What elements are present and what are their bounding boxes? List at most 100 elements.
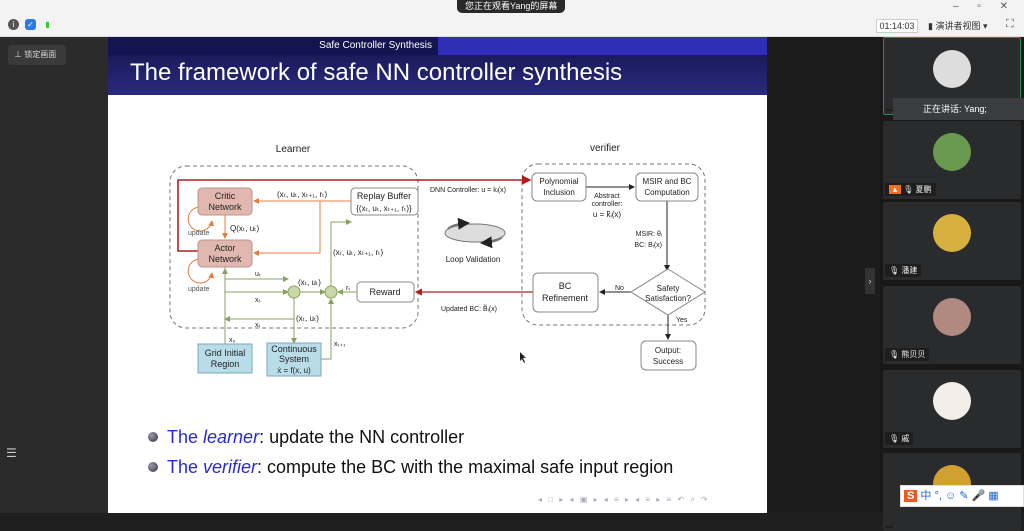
learner-region — [169, 165, 419, 329]
abstract-label: controller: — [592, 201, 623, 208]
svg-text:MSIR and BC: MSIR and BC — [643, 177, 692, 186]
svg-text:ẋ = f(x, u): ẋ = f(x, u) — [277, 366, 311, 375]
sogou-logo: S — [904, 490, 918, 502]
view-mode-label: 演讲者视图 — [935, 21, 981, 31]
svg-text:Network: Network — [208, 254, 242, 264]
merge-node — [287, 285, 301, 299]
tuple-label: (xₜ, uₜ, xₜ₊₁, rₜ) — [277, 190, 327, 199]
meeting-timer: 01:14:03 — [876, 19, 918, 33]
ime-language[interactable]: 中 — [920, 490, 932, 502]
fullscreen-icon[interactable]: ⛶ — [1006, 18, 1014, 30]
speaking-indicator: 正在讲话: Yang; — [893, 98, 1024, 120]
svg-text:Polynomial: Polynomial — [539, 177, 578, 186]
svg-text:System: System — [279, 354, 309, 364]
ime-toolbar[interactable]: S 中 °, ☺ ✎ 🎤 ▦ — [900, 485, 1024, 507]
svg-text:Network: Network — [208, 202, 242, 212]
verifier-region — [521, 163, 706, 326]
bc-output: BC: Bᵢ(x) — [634, 242, 662, 249]
replay-buffer-box: Replay Buffer {(xₜ, uₜ, xₜ₊₁, rₜ)} — [350, 187, 419, 216]
signal-icon[interactable]: ▮ — [45, 20, 50, 29]
participant-tile[interactable]: 🎙 戚 — [883, 370, 1021, 448]
svg-text:Output:: Output: — [655, 346, 681, 355]
reward-box: Reward — [356, 281, 415, 303]
svg-text:Success: Success — [653, 357, 683, 366]
bullet-icon — [148, 432, 158, 442]
bullet-icon — [148, 462, 158, 472]
mic-muted-icon: 🎙 — [889, 266, 900, 275]
avatar — [933, 50, 971, 88]
update-label: update — [188, 230, 210, 237]
participant-tile[interactable]: ▲ 🎙 夏鹏 — [883, 121, 1021, 199]
gap — [767, 37, 880, 513]
svg-text:Critic: Critic — [215, 191, 236, 201]
svg-text:BC: BC — [559, 281, 572, 291]
participant-name — [886, 109, 894, 111]
participant-name: ▲ 🎙 夏鹏 — [885, 183, 936, 196]
left-pane: ⊥ 锁定画面 ☰ — [0, 37, 108, 513]
window-controls[interactable]: – ▫ ✕ — [952, 1, 1016, 12]
view-mode-button[interactable]: ▮ 演讲者视图 ▾ — [928, 21, 988, 31]
tuple-label: (xₜ, uₜ, xₜ₊₁, rₜ) — [333, 248, 383, 257]
participant-name: 🎙 戚 — [885, 432, 914, 445]
output-success-box: Output: Success — [640, 340, 697, 371]
dnn-controller-label: DNN Controller: u = kᵢ(x) — [430, 187, 506, 194]
abstract-formula: u = k̃ᵢ(x) — [593, 210, 621, 219]
host-icon: ▲ — [889, 185, 901, 194]
participant-tile[interactable]: 🎙 熊贝贝 — [883, 286, 1021, 364]
lock-screen-button[interactable]: ⊥ 锁定画面 — [8, 45, 66, 65]
msir-bc-computation-box: MSIR and BC Computation — [635, 172, 699, 202]
bullet-learner: The learner: update the NN controller — [148, 427, 464, 448]
avatar — [933, 298, 971, 336]
r-label: rₜ — [346, 285, 350, 292]
svg-text:Satisfaction?: Satisfaction? — [645, 294, 691, 303]
svg-text:Grid Initial: Grid Initial — [205, 348, 246, 358]
q-label: Q(xₜ, uₜ) — [230, 224, 260, 233]
x-label: xₜ — [255, 322, 261, 329]
beamer-navigation[interactable]: ◂ □ ▸ ◂ ▣ ▸ ◂ ≡ ▸ ◂ ≡ ▸ ≡ ↶ ⌕ ↷ — [538, 495, 710, 504]
learner-label: Learner — [276, 144, 311, 155]
participant-name: 🎙 潘建 — [885, 264, 922, 277]
loop-validation-icon — [444, 217, 506, 249]
svg-text:Actor: Actor — [214, 243, 235, 253]
pair-label: (xₜ, uₜ) — [298, 278, 321, 287]
list-icon[interactable]: ☰ — [6, 446, 17, 460]
speaking-text: 正在讲话: Yang; — [923, 104, 987, 114]
svg-text:Inclusion: Inclusion — [543, 188, 575, 197]
info-icon[interactable]: i — [8, 19, 19, 30]
no-label: No — [615, 285, 624, 292]
x0-label: x₀ — [229, 337, 236, 344]
participant-name: 🎙 熊贝贝 — [885, 348, 930, 361]
x-label: xₜ — [255, 297, 261, 304]
section-bar: Safe Controller Synthesis — [108, 37, 767, 55]
share-notice[interactable]: 您正在观看Yang的屏幕 — [457, 0, 566, 13]
svg-text:Safety: Safety — [657, 284, 680, 293]
svg-text:Computation: Computation — [644, 188, 689, 197]
loop-validation-label: Loop Validation — [446, 255, 501, 264]
mic-muted-icon: 🎙 — [889, 434, 900, 443]
svg-text:{(xₜ, uₜ, xₜ₊₁, rₜ)}: {(xₜ, uₜ, xₜ₊₁, rₜ)} — [356, 204, 412, 213]
svg-text:Region: Region — [211, 359, 240, 369]
msir-output: MSIR: θᵢ — [636, 231, 662, 238]
shield-icon[interactable]: ✓ — [25, 19, 36, 30]
mic-muted-icon: 🎙 — [903, 185, 914, 194]
u-label: uₜ — [255, 271, 261, 278]
bc-refinement-box: BC Refinement — [532, 272, 599, 313]
svg-text:Refinement: Refinement — [542, 293, 589, 303]
lock-screen-label: 锁定画面 — [24, 50, 57, 59]
participant-tile[interactable]: 🎙 潘建 — [883, 202, 1021, 280]
svg-text:Replay Buffer: Replay Buffer — [357, 191, 411, 201]
layout-icon: ▮ — [928, 21, 936, 31]
avatar — [933, 214, 971, 252]
yes-label: Yes — [676, 317, 688, 324]
abstract-label: Abstract — [594, 193, 620, 200]
ime-tools[interactable]: °, ☺ ✎ 🎤 ▦ — [934, 490, 999, 502]
bullet-verifier: The verifier: compute the BC with the ma… — [148, 457, 673, 478]
collapse-sidebar-button[interactable]: › — [865, 268, 875, 294]
section-title: Safe Controller Synthesis — [108, 37, 438, 55]
shared-slide: Safe Controller Synthesis The framework … — [108, 37, 767, 513]
slide-title: The framework of safe NN controller synt… — [108, 55, 767, 95]
